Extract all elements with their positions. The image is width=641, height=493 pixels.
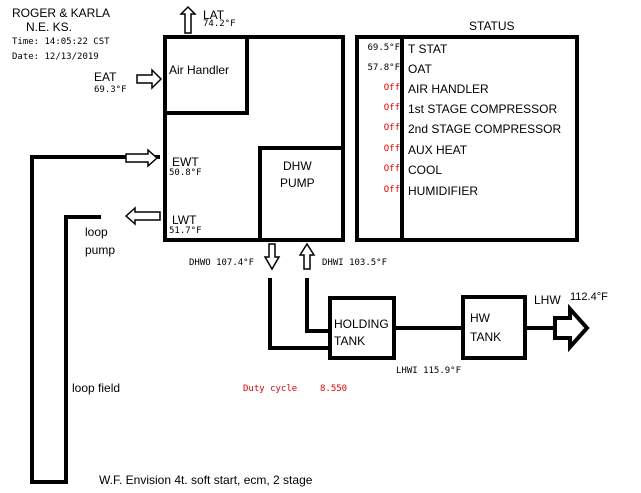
lat-label: LAT (203, 8, 225, 22)
status-label: AIR HANDLER (408, 82, 489, 96)
dhwo-readout: DHWO 107.4°F (189, 258, 255, 268)
time-readout: Time: 14:05:22 CST (12, 37, 110, 47)
eat-label: EAT (94, 70, 117, 84)
air-handler-box (163, 35, 249, 115)
system-description: W.F. Envision 4t. soft start, ecm, 2 sta… (99, 473, 313, 487)
hw-tank-box (461, 295, 527, 360)
loop-pump-label-line1: loop (85, 225, 108, 239)
holding-tank-label-line2: TANK (334, 334, 366, 348)
status-label: HUMIDIFIER (408, 184, 478, 198)
dhw-pump-label-line2: PUMP (280, 176, 315, 190)
status-box (355, 35, 579, 242)
lhw-value: 112.4°F (570, 291, 608, 303)
status-label: 2nd STAGE COMPRESSOR (408, 122, 562, 136)
heat-pump-box (163, 35, 345, 242)
hw-tank-label-line2: TANK (470, 330, 502, 344)
status-label: T STAT (408, 42, 448, 56)
ewt-value: 50.8°F (169, 168, 202, 178)
status-label: AUX HEAT (408, 143, 468, 157)
hw-tank-label-line1: HW (470, 311, 490, 325)
dhwo-arrow-icon (263, 243, 281, 271)
status-value: Off (383, 185, 400, 195)
status-label: 1st STAGE COMPRESSOR (408, 102, 558, 116)
eat-value: 69.3°F (94, 85, 127, 95)
lhwi-readout: LHWI 115.9°F (396, 366, 462, 376)
status-label: OAT (408, 62, 432, 76)
dhw-pump-box (258, 146, 345, 242)
status-value: Off (383, 144, 400, 154)
status-value: 57.8°F (367, 63, 400, 73)
loop-pump-label-line2: pump (85, 243, 116, 257)
ewt-label: EWT (172, 155, 199, 169)
lwt-label: LWT (172, 213, 197, 227)
status-value: Off (383, 123, 400, 133)
lhw-label: LHW (534, 293, 561, 307)
date-readout: Date: 12/13/2019 (12, 52, 99, 62)
air-handler-label: Air Handler (169, 63, 230, 77)
loop-field-pipe (30, 155, 160, 484)
lat-arrow-icon (179, 5, 197, 34)
duty-cycle-label: Duty cycle (243, 384, 298, 394)
status-value: Off (383, 83, 400, 93)
lwt-arrow-icon (124, 206, 161, 226)
owner-name: ROGER & KARLA (12, 6, 111, 20)
dhwi-pipe (305, 278, 330, 333)
dhwi-arrow-icon (298, 242, 316, 270)
dhwi-readout: DHWI 103.5°F (322, 258, 388, 268)
dhwo-pipe (268, 278, 330, 350)
lwt-value: 51.7°F (169, 226, 202, 236)
location-label: N.E. KS. (26, 20, 73, 34)
duty-cycle-value: 8.550 (320, 384, 348, 394)
status-value: Off (383, 103, 400, 113)
status-value: 69.5°F (367, 43, 400, 53)
status-title: STATUS (469, 19, 515, 33)
dhw-pump-label-line1: DHW (283, 159, 312, 173)
lhw-arrow-icon (553, 303, 590, 353)
ewt-arrow-icon (125, 148, 159, 168)
status-label: COOL (408, 163, 443, 177)
holding-tank-label-line1: HOLDING (334, 317, 389, 331)
eat-arrow-icon (136, 68, 163, 90)
lat-value: 74.2°F (203, 19, 236, 29)
loop-field-label: loop field (72, 381, 121, 395)
status-value: Off (383, 164, 400, 174)
